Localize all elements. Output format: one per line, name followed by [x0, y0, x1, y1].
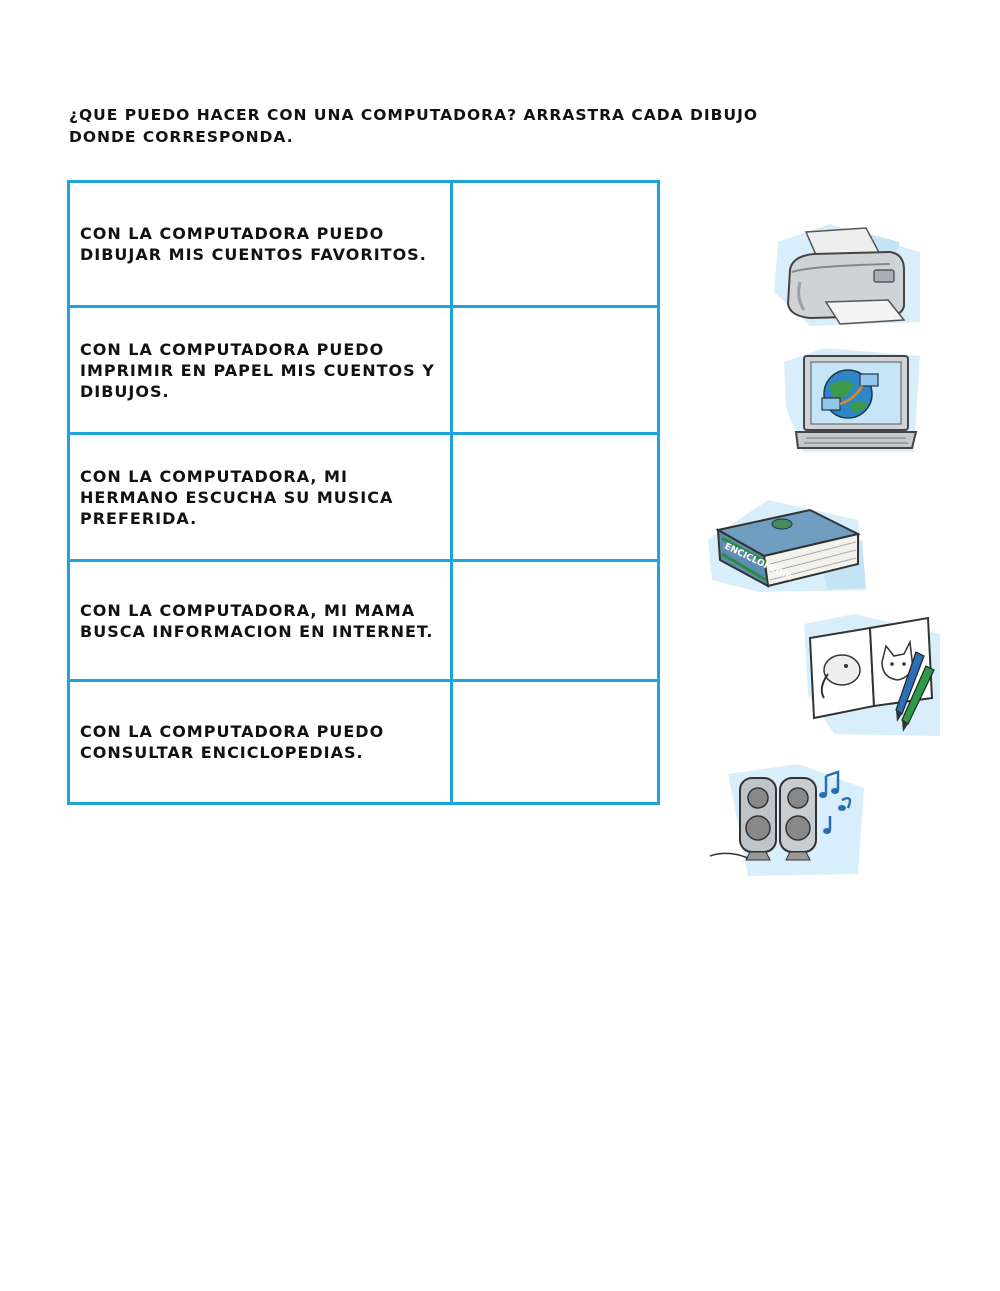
- statement-cell: Con la computadora, mi hermano escucha s…: [70, 435, 453, 559]
- table-row: Con la computadora, mi hermano escucha s…: [70, 432, 657, 559]
- statement-cell: Con la computadora puedo consultar encic…: [70, 682, 453, 802]
- printer-icon: [774, 224, 920, 326]
- statement-cell: Con la computadora puedo dibujar mis cue…: [70, 183, 453, 305]
- encyclopedia-card[interactable]: ENCICLOPEDIA: [708, 500, 868, 592]
- printer-card[interactable]: [770, 222, 926, 328]
- speakers-card[interactable]: [708, 764, 868, 878]
- laptop-internet-icon: [784, 348, 920, 452]
- drop-zone-5[interactable]: [453, 682, 657, 802]
- drop-zone-4[interactable]: [453, 562, 657, 679]
- speakers-music-icon: [709, 764, 864, 876]
- encyclopedia-book-icon: ENCICLOPEDIA: [708, 500, 866, 592]
- statement-cell: Con la computadora, mi mama busca inform…: [70, 562, 453, 679]
- table-row: Con la computadora, mi mama busca inform…: [70, 559, 657, 679]
- statement-cell: Con la computadora puedo imprimir en pap…: [70, 308, 453, 432]
- instructions-text: ¿Que puedo hacer con una computadora? Ar…: [69, 106, 759, 146]
- drop-zone-1[interactable]: [453, 183, 657, 305]
- laptop-card[interactable]: [784, 348, 922, 454]
- table-row: Con la computadora puedo imprimir en pap…: [70, 305, 657, 432]
- matching-table: Con la computadora puedo dibujar mis cue…: [67, 180, 660, 805]
- table-row: Con la computadora puedo consultar encic…: [70, 679, 657, 802]
- drawing-book-card[interactable]: [804, 614, 942, 738]
- drawing-book-icon: [804, 614, 940, 736]
- table-row: Con la computadora puedo dibujar mis cue…: [70, 183, 657, 305]
- drop-zone-3[interactable]: [453, 435, 657, 559]
- drop-zone-2[interactable]: [453, 308, 657, 432]
